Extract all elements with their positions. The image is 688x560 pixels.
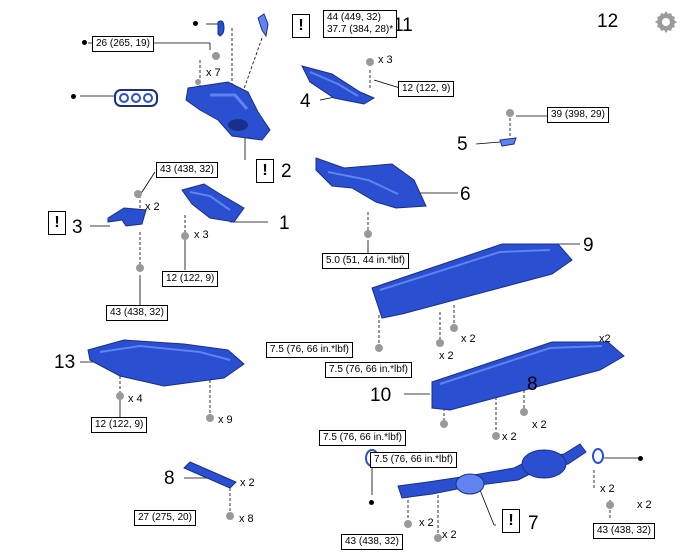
part-9-engine-under-cover [371,243,573,352]
quantity-label: x 2 [532,419,547,431]
part-number-13: 13 [54,352,76,373]
torque-value: 26 (265, 19) [96,38,150,49]
torque-spec-box: 26 (265, 19) [92,36,154,52]
manifold-gasket [114,89,158,107]
torque-spec-box: 12 (122, 9) [162,271,219,287]
torque-value: 37.7 (384, 28)* [327,24,394,35]
torque-value: 12 (122, 9) [402,83,451,94]
torque-spec-box: 7.5 (76, 66 in.*lbf) [266,342,353,358]
torque-value: 43 (438, 32) [597,525,651,536]
torque-value: 7.5 (76, 66 in.*lbf) [329,364,408,375]
bullet-dot [71,94,76,99]
torque-value: 44 (449, 32) [327,12,381,23]
quantity-label: x 2 [442,529,457,541]
torque-value: 12 (122, 9) [95,419,144,430]
part-8-stay [183,461,237,520]
part-10-under-cover [431,341,625,440]
part-4-heat-insulator [301,58,376,105]
quantity-label: x 4 [128,393,143,405]
torque-spec-box: 7.5 (76, 66 in.*lbf) [370,452,457,468]
torque-value: 43 (438, 32) [110,307,164,318]
part-1-heat-insulator [181,183,245,240]
torque-value: 39 (398, 29) [551,109,605,120]
torque-spec-box: 43 (438, 32) [341,534,403,550]
bullet-dot [638,456,643,461]
quantity-label: x 2 [637,499,652,511]
part-6-heat-insulator [315,157,427,238]
torque-spec-box: 43 (438, 32) [106,305,168,321]
caution-icon: ! [256,159,274,183]
part-number-7: 7 [528,513,539,534]
part-number-8-lower: 8 [164,468,175,489]
bullet-dot [82,40,87,45]
torque-value: 7.5 (76, 66 in.*lbf) [270,344,349,355]
quantity-label: x 3 [194,229,209,241]
part-number-12: 12 [597,11,619,32]
part-number-4: 4 [300,91,311,112]
part-number-2: 2 [281,161,292,182]
torque-value: 12 (122, 9) [166,273,215,284]
part-number-11: 11 [393,15,413,36]
torque-value: 43 (438, 32) [160,164,214,175]
part-number-10: 10 [370,385,392,406]
quantity-label: x 7 [206,67,221,79]
caution-icon: ! [502,509,520,533]
part-number-3: 3 [72,217,83,238]
part-number-8-upper: 8 [527,374,538,395]
part-2-exhaust-manifold [185,52,271,141]
torque-spec-box: 12 (122, 9) [91,417,148,433]
torque-spec-box: 12 (122, 9) [398,81,455,97]
quantity-label: x 2 [439,350,454,362]
settings-gear-icon[interactable] [654,10,678,34]
part-13-under-cover-left [87,339,245,422]
torque-spec-box: 44 (449, 32) 37.7 (384, 28)* [323,10,398,38]
quantity-label: x 3 [378,54,393,66]
quantity-label: x 2 [461,333,476,345]
torque-spec-box: 27 (275, 20) [134,510,196,526]
torque-spec-box: 39 (398, 29) [547,107,609,123]
quantity-label: x 9 [218,414,233,426]
bullet-dot [193,21,198,26]
torque-spec-box: 43 (438, 32) [593,523,655,539]
torque-value: 27 (275, 20) [138,512,192,523]
torque-value: 7.5 (76, 66 in.*lbf) [323,432,402,443]
quantity-label: x 2 [600,483,615,495]
bullet-dot [369,500,374,505]
quantity-label: x2 [599,333,611,345]
part-number-9: 9 [583,235,594,256]
quantity-label: x 2 [419,517,434,529]
quantity-label: x 2 [145,201,160,213]
part-7-exhaust-pipe [365,443,614,542]
torque-value: 7.5 (76, 66 in.*lbf) [374,454,453,465]
caution-icon: ! [48,211,66,235]
caution-icon: ! [292,14,310,38]
torque-value: 5.0 (51, 44 in.*lbf) [326,255,405,266]
torque-spec-box: 43 (438, 32) [156,162,218,178]
quantity-label: x 2 [240,477,255,489]
part-number-5: 5 [457,134,468,155]
torque-spec-box: 7.5 (76, 66 in.*lbf) [325,362,412,378]
part-number-1: 1 [279,213,290,234]
part-5-bracket [499,109,517,147]
part-3-manifold-stay [107,190,147,272]
torque-spec-box: 5.0 (51, 44 in.*lbf) [322,253,409,269]
quantity-label: x 8 [239,513,254,525]
part-number-6: 6 [460,184,471,205]
part-11-gasket [217,13,269,38]
torque-value: 43 (438, 32) [345,536,399,547]
torque-spec-box: 7.5 (76, 66 in.*lbf) [319,430,406,446]
quantity-label: x 2 [502,431,517,443]
